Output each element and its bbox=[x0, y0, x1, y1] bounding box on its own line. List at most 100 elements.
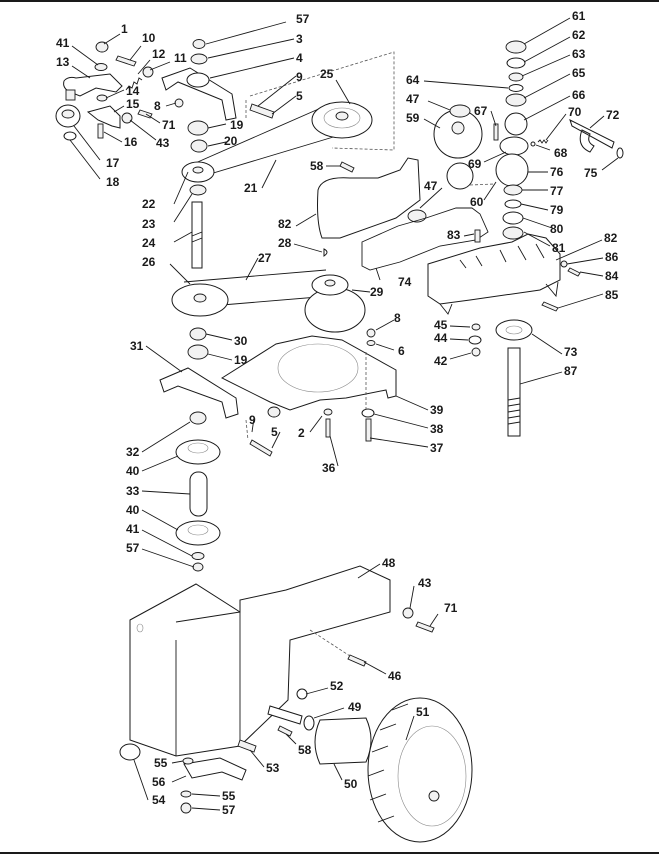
shift-fork-part bbox=[569, 119, 615, 153]
callout-75: 75 bbox=[584, 166, 598, 180]
callout-10: 10 bbox=[142, 31, 156, 45]
washer-part bbox=[96, 94, 108, 102]
bolt-part bbox=[249, 103, 275, 119]
gearbox-cover-part bbox=[317, 157, 421, 239]
tube-part bbox=[189, 471, 208, 517]
bearing-part bbox=[187, 344, 209, 360]
callout-30: 30 bbox=[234, 334, 248, 348]
plate-cutout bbox=[277, 343, 359, 393]
callout-86: 86 bbox=[605, 250, 619, 264]
callout-58: 58 bbox=[310, 159, 324, 173]
callout-3: 3 bbox=[296, 32, 303, 46]
pulley-hub bbox=[193, 293, 207, 303]
callout-47: 47 bbox=[406, 92, 420, 106]
callout-70: 70 bbox=[568, 105, 582, 119]
spring-part bbox=[125, 77, 143, 91]
callout-21: 21 bbox=[244, 181, 258, 195]
callout-13: 13 bbox=[56, 55, 70, 69]
callout-55: 55 bbox=[222, 789, 236, 803]
wheel-part bbox=[367, 697, 473, 843]
washer-part bbox=[468, 335, 482, 345]
callout-2: 2 bbox=[298, 426, 305, 440]
callout-32: 32 bbox=[126, 445, 140, 459]
spring-part bbox=[537, 139, 549, 144]
callout-53: 53 bbox=[266, 761, 280, 775]
callout-55: 55 bbox=[154, 756, 168, 770]
bolt-part bbox=[415, 621, 435, 633]
axle-part bbox=[267, 705, 303, 725]
callout-14: 14 bbox=[126, 84, 140, 98]
callout-48: 48 bbox=[382, 556, 396, 570]
bearing-part bbox=[449, 104, 471, 118]
small-pulley-hub bbox=[192, 166, 204, 174]
callout-41: 41 bbox=[126, 522, 140, 536]
callout-39: 39 bbox=[430, 403, 444, 417]
callout-25: 25 bbox=[320, 67, 334, 81]
callout-8: 8 bbox=[154, 99, 161, 113]
callout-72: 72 bbox=[606, 108, 620, 122]
bolt-part bbox=[365, 418, 372, 442]
callout-24: 24 bbox=[142, 236, 156, 250]
bearing-part bbox=[502, 226, 524, 240]
callout-85: 85 bbox=[605, 288, 619, 302]
mounting-plate-part bbox=[220, 335, 397, 411]
key-part bbox=[323, 248, 328, 257]
cap-part bbox=[296, 688, 308, 700]
nut-part bbox=[192, 562, 204, 572]
washer-part bbox=[182, 757, 194, 765]
bolt-part bbox=[115, 55, 137, 67]
nut-part bbox=[471, 347, 481, 357]
callout-60: 60 bbox=[470, 195, 484, 209]
callout-6: 6 bbox=[398, 344, 405, 358]
callout-23: 23 bbox=[142, 217, 156, 231]
callout-59: 59 bbox=[406, 111, 420, 125]
callout-61: 61 bbox=[572, 9, 586, 23]
washer-part bbox=[508, 72, 524, 82]
callout-18: 18 bbox=[106, 175, 120, 189]
belt-part bbox=[183, 103, 351, 181]
bearing-part bbox=[505, 93, 527, 107]
callout-57: 57 bbox=[296, 12, 310, 26]
callout-63: 63 bbox=[572, 47, 586, 61]
callout-17: 17 bbox=[106, 156, 120, 170]
callout-20: 20 bbox=[224, 134, 238, 148]
callout-43: 43 bbox=[156, 136, 170, 150]
callout-31: 31 bbox=[130, 339, 144, 353]
callout-76: 76 bbox=[550, 165, 564, 179]
callout-40: 40 bbox=[126, 503, 140, 517]
bearing-part bbox=[505, 40, 527, 54]
callout-68: 68 bbox=[554, 146, 568, 160]
callout-11: 11 bbox=[174, 51, 187, 65]
callout-41: 41 bbox=[56, 36, 70, 50]
callout-65: 65 bbox=[572, 66, 586, 80]
hub-part bbox=[314, 717, 372, 765]
bearing-part bbox=[187, 120, 209, 136]
washer-part bbox=[190, 53, 208, 65]
callout-labels: 1 41 13 10 12 11 14 15 16 17 18 43 71 8 … bbox=[56, 9, 620, 817]
gasket-part bbox=[361, 207, 489, 271]
callout-87: 87 bbox=[564, 364, 578, 378]
callout-57: 57 bbox=[126, 541, 140, 555]
callout-82: 82 bbox=[278, 217, 292, 231]
bearing-part bbox=[189, 411, 207, 425]
gear-hub bbox=[451, 121, 465, 135]
lever-pin-part bbox=[65, 89, 76, 101]
nut-part bbox=[180, 802, 192, 814]
callout-66: 66 bbox=[572, 88, 586, 102]
callout-79: 79 bbox=[550, 203, 564, 217]
callout-44: 44 bbox=[434, 331, 448, 345]
lower-bracket-part bbox=[159, 367, 239, 419]
output-shaft-part bbox=[507, 347, 521, 437]
large-pulley-groove bbox=[323, 107, 361, 129]
spacer-part bbox=[189, 327, 207, 341]
callout-73: 73 bbox=[564, 345, 578, 359]
spacer-part bbox=[267, 406, 281, 418]
bolt-part bbox=[541, 301, 559, 312]
callout-51: 51 bbox=[416, 705, 430, 719]
callout-26: 26 bbox=[142, 255, 156, 269]
callout-58: 58 bbox=[298, 743, 312, 757]
callout-64: 64 bbox=[406, 73, 420, 87]
washer-part bbox=[471, 323, 481, 331]
lever-part bbox=[183, 757, 247, 781]
grease-nipple-part bbox=[237, 739, 257, 753]
